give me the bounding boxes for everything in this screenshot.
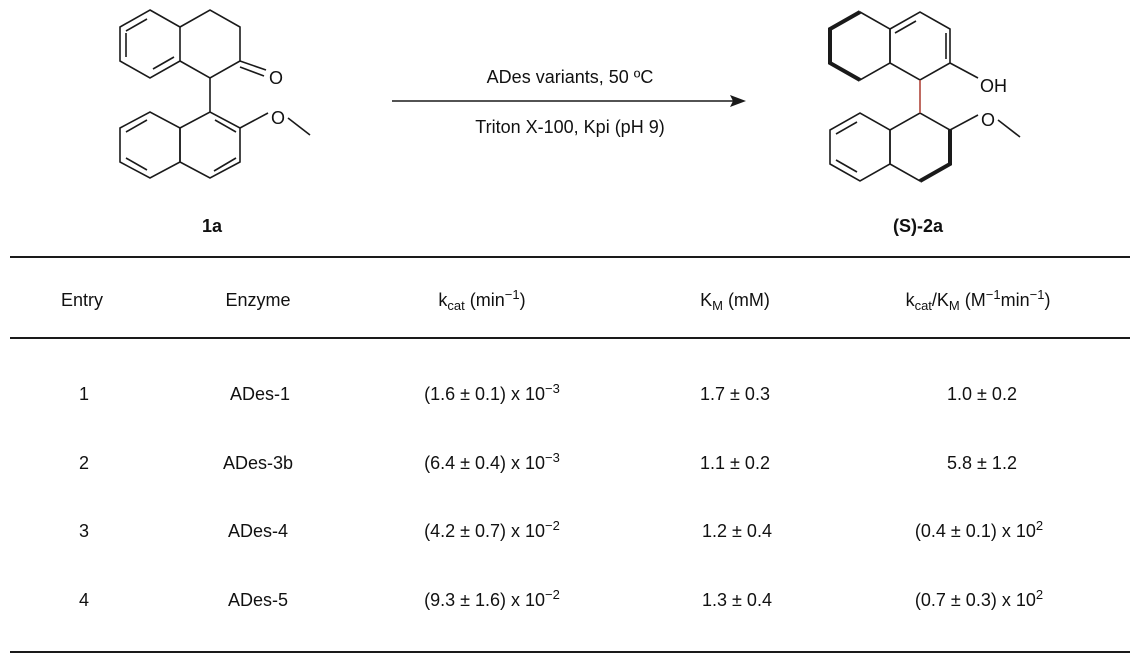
- row-4-entry: 4: [78, 590, 90, 610]
- row-2-enzyme: ADes-3b: [222, 453, 294, 473]
- header-kcat: kcat (min−1): [438, 287, 526, 313]
- row-3-kcat: (4.2 ± 0.7) x 10−2: [424, 518, 560, 541]
- reactant-structure: [119, 9, 311, 179]
- table-top-rule: [10, 256, 1130, 258]
- row-2-km: 1.1 ± 0.2: [700, 453, 770, 473]
- methoxy-o-atom-right: O: [981, 110, 995, 130]
- header-entry: Entry: [60, 290, 104, 310]
- row-4-kcat: (9.3 ± 1.6) x 10−2: [424, 587, 560, 610]
- reactant-label: 1a: [202, 216, 223, 236]
- row-2-kcat: (6.4 ± 0.4) x 10−3: [424, 450, 560, 473]
- ketone-o-atom: O: [269, 68, 283, 88]
- row-3-enzyme: ADes-4: [227, 521, 289, 541]
- hydroxyl-oh-atom: OH: [980, 76, 1007, 96]
- header-enzyme: Enzyme: [225, 290, 291, 310]
- header-km: KM (mM): [700, 290, 770, 313]
- row-4-enzyme: ADes-5: [227, 590, 289, 610]
- reaction-scheme: O O 1a ADes variants, 50 ºC Triton X-100…: [119, 9, 1021, 236]
- methoxy-o-atom-left: O: [271, 108, 285, 128]
- row-4-kcat-km: (0.7 ± 0.3) x 102: [914, 587, 1044, 610]
- row-3-entry: 3: [78, 521, 90, 541]
- row-1-enzyme: ADes-1: [229, 384, 291, 404]
- row-1-kcat-km: 1.0 ± 0.2: [947, 384, 1017, 404]
- table-bottom-rule: [10, 651, 1130, 653]
- conditions-line-1: ADes variants, 50 ºC: [487, 67, 654, 87]
- conditions-line-2: Triton X-100, Kpi (pH 9): [475, 117, 664, 137]
- product-label: (S)-2a: [893, 216, 944, 236]
- row-3-kcat-km: (0.4 ± 0.1) x 102: [914, 518, 1044, 541]
- row-1-entry: 1: [78, 384, 90, 404]
- row-1-kcat: (1.6 ± 0.1) x 10−3: [424, 381, 560, 404]
- row-1-km: 1.7 ± 0.3: [700, 384, 770, 404]
- row-2-kcat-km: 5.8 ± 1.2: [947, 453, 1017, 473]
- row-4-km: 1.3 ± 0.4: [702, 590, 772, 610]
- arrow-head: [730, 95, 746, 107]
- header-kcat-km: kcat/KM (M−1min−1): [905, 287, 1051, 313]
- row-3-km: 1.2 ± 0.4: [702, 521, 772, 541]
- product-structure: [828, 10, 1021, 183]
- table-header-rule: [10, 337, 1130, 339]
- row-2-entry: 2: [78, 453, 90, 473]
